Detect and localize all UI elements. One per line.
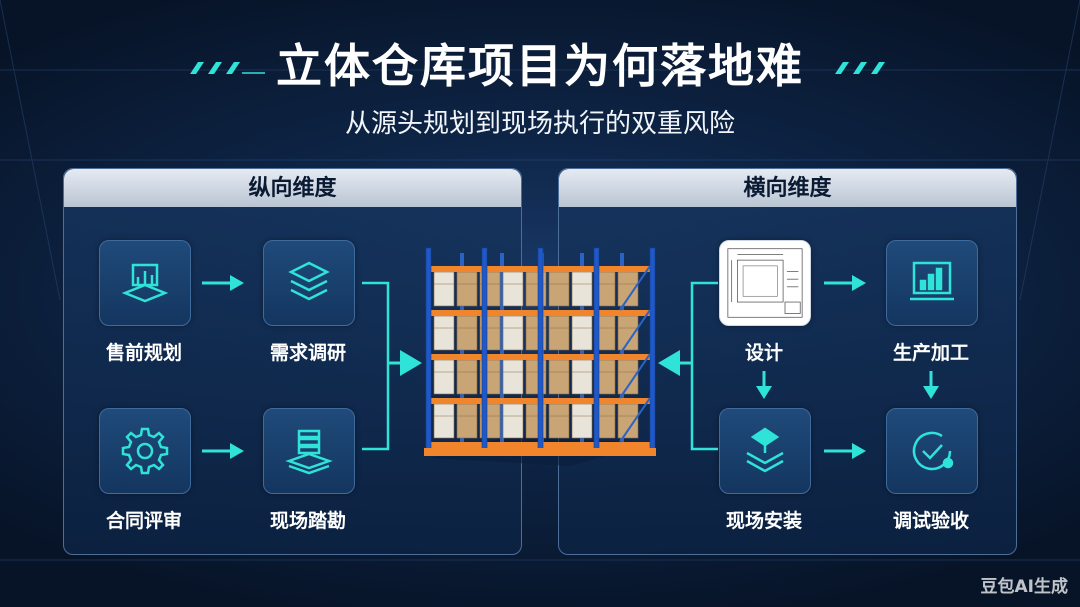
building-chart-icon: [121, 263, 169, 303]
arrow-right-icon: [824, 443, 866, 459]
site-survey-tile: [263, 408, 355, 494]
blueprint-drawing-icon: [727, 248, 803, 318]
arrow-right-icon: [824, 275, 866, 291]
arrow-down-icon: [923, 371, 939, 399]
title-left-decoration: [190, 62, 265, 74]
gear-icon: [121, 427, 169, 475]
commissioning-acceptance-tile: [886, 408, 978, 494]
watermark: 豆包AI生成: [980, 577, 1068, 597]
arrow-right-icon: [202, 443, 244, 459]
page-title: 立体仓库项目为何落地难: [276, 39, 804, 93]
merge-connector-arrow-icon: [362, 281, 422, 451]
panel-header-vertical: 纵向维度: [64, 169, 521, 207]
step-label-commissioning-acceptance: 调试验收: [892, 510, 969, 532]
panel-header-horizontal: 横向维度: [559, 169, 1016, 207]
layers-icon: [288, 261, 330, 301]
page-subtitle: 从源头规划到现场执行的双重风险: [344, 109, 735, 139]
presales-planning-tile: [99, 240, 191, 326]
step-label-production: 生产加工: [892, 342, 969, 364]
arrow-right-icon: [202, 275, 244, 291]
monitor-chart-icon: [910, 261, 954, 301]
step-label-presales-planning: 售前规划: [105, 342, 182, 364]
check-circle-icon: [912, 431, 954, 471]
step-label-design: 设计: [744, 342, 783, 364]
contract-review-tile: [99, 408, 191, 494]
stacked-platform-icon: [285, 429, 333, 475]
requirement-research-tile: [263, 240, 355, 326]
merge-connector-arrow-left-icon: [658, 281, 718, 451]
step-label-requirement-research: 需求调研: [269, 342, 346, 364]
title-right-decoration: [835, 62, 885, 74]
warehouse-rack-illustration: [424, 247, 656, 466]
design-drawing-tile: [719, 240, 811, 326]
install-layers-icon: [746, 427, 784, 473]
step-label-onsite-installation: 现场安装: [725, 510, 802, 532]
arrow-down-icon: [756, 371, 772, 399]
step-label-site-survey: 现场踏勘: [269, 510, 346, 532]
production-tile: [886, 240, 978, 326]
step-label-contract-review: 合同评审: [105, 510, 182, 532]
onsite-installation-tile: [719, 408, 811, 494]
